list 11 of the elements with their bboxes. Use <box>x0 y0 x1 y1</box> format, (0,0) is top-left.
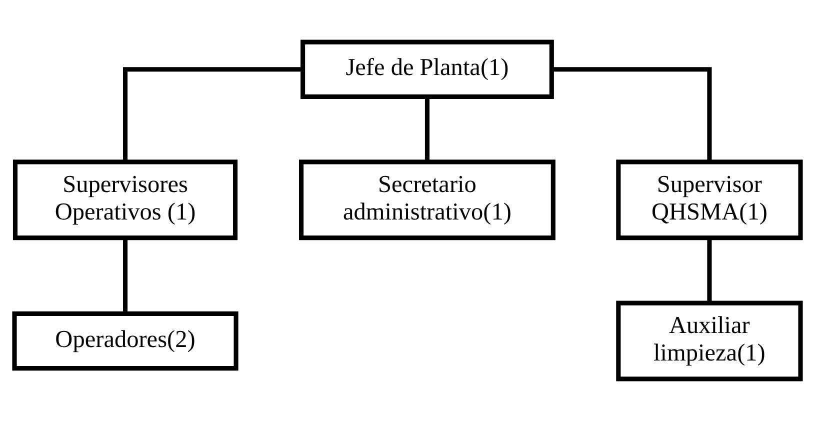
node-box: Supervisores Operativos (1) <box>12 160 238 240</box>
node-box: Operadores(2) <box>12 311 238 371</box>
node-box: Secretario administrativo(1) <box>299 160 556 240</box>
node-box: Auxiliar limpieza(1) <box>616 300 803 382</box>
node-box: Supervisor QHSMA(1) <box>616 160 803 240</box>
connector <box>552 67 712 162</box>
connector <box>123 67 303 162</box>
connector <box>424 97 430 162</box>
node-box: Jefe de Planta(1) <box>300 40 554 99</box>
connector <box>123 238 128 314</box>
connector <box>707 238 712 303</box>
